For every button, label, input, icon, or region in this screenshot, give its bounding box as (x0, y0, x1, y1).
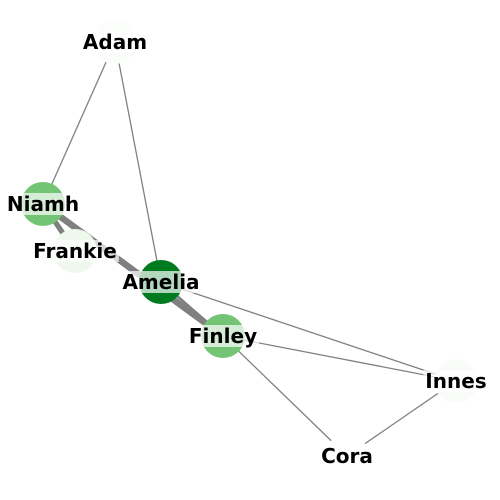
node-label-niamh: Niamh (7, 192, 79, 216)
node-label-finley: Finley (189, 324, 257, 348)
edge-adam-niamh (42, 41, 116, 205)
node-label-adam: Adam (83, 30, 147, 54)
edge-finley-innes (222, 335, 457, 382)
node-label-amelia: Amelia (122, 270, 199, 294)
node-label-innes: Innes (425, 369, 486, 393)
label-box-innes (423, 370, 489, 392)
edge-niamh-finley (41, 201, 225, 339)
label-box-niamh (4, 193, 82, 215)
label-box-cora (319, 445, 375, 467)
edge-amelia-innes (160, 281, 457, 382)
edge-finley-cora (222, 335, 348, 457)
node-label-cora: Cora (321, 444, 373, 468)
label-box-finley (186, 325, 260, 347)
label-box-adam (80, 31, 150, 53)
labels-layer: Adam Niamh Frankie Amelia Finley Innes C… (4, 30, 489, 468)
edge-adam-amelia (114, 41, 162, 283)
edge-cora-innes (346, 380, 457, 457)
label-box-amelia (120, 271, 202, 293)
label-box-frankie (31, 240, 119, 262)
node-label-frankie: Frankie (33, 239, 117, 263)
